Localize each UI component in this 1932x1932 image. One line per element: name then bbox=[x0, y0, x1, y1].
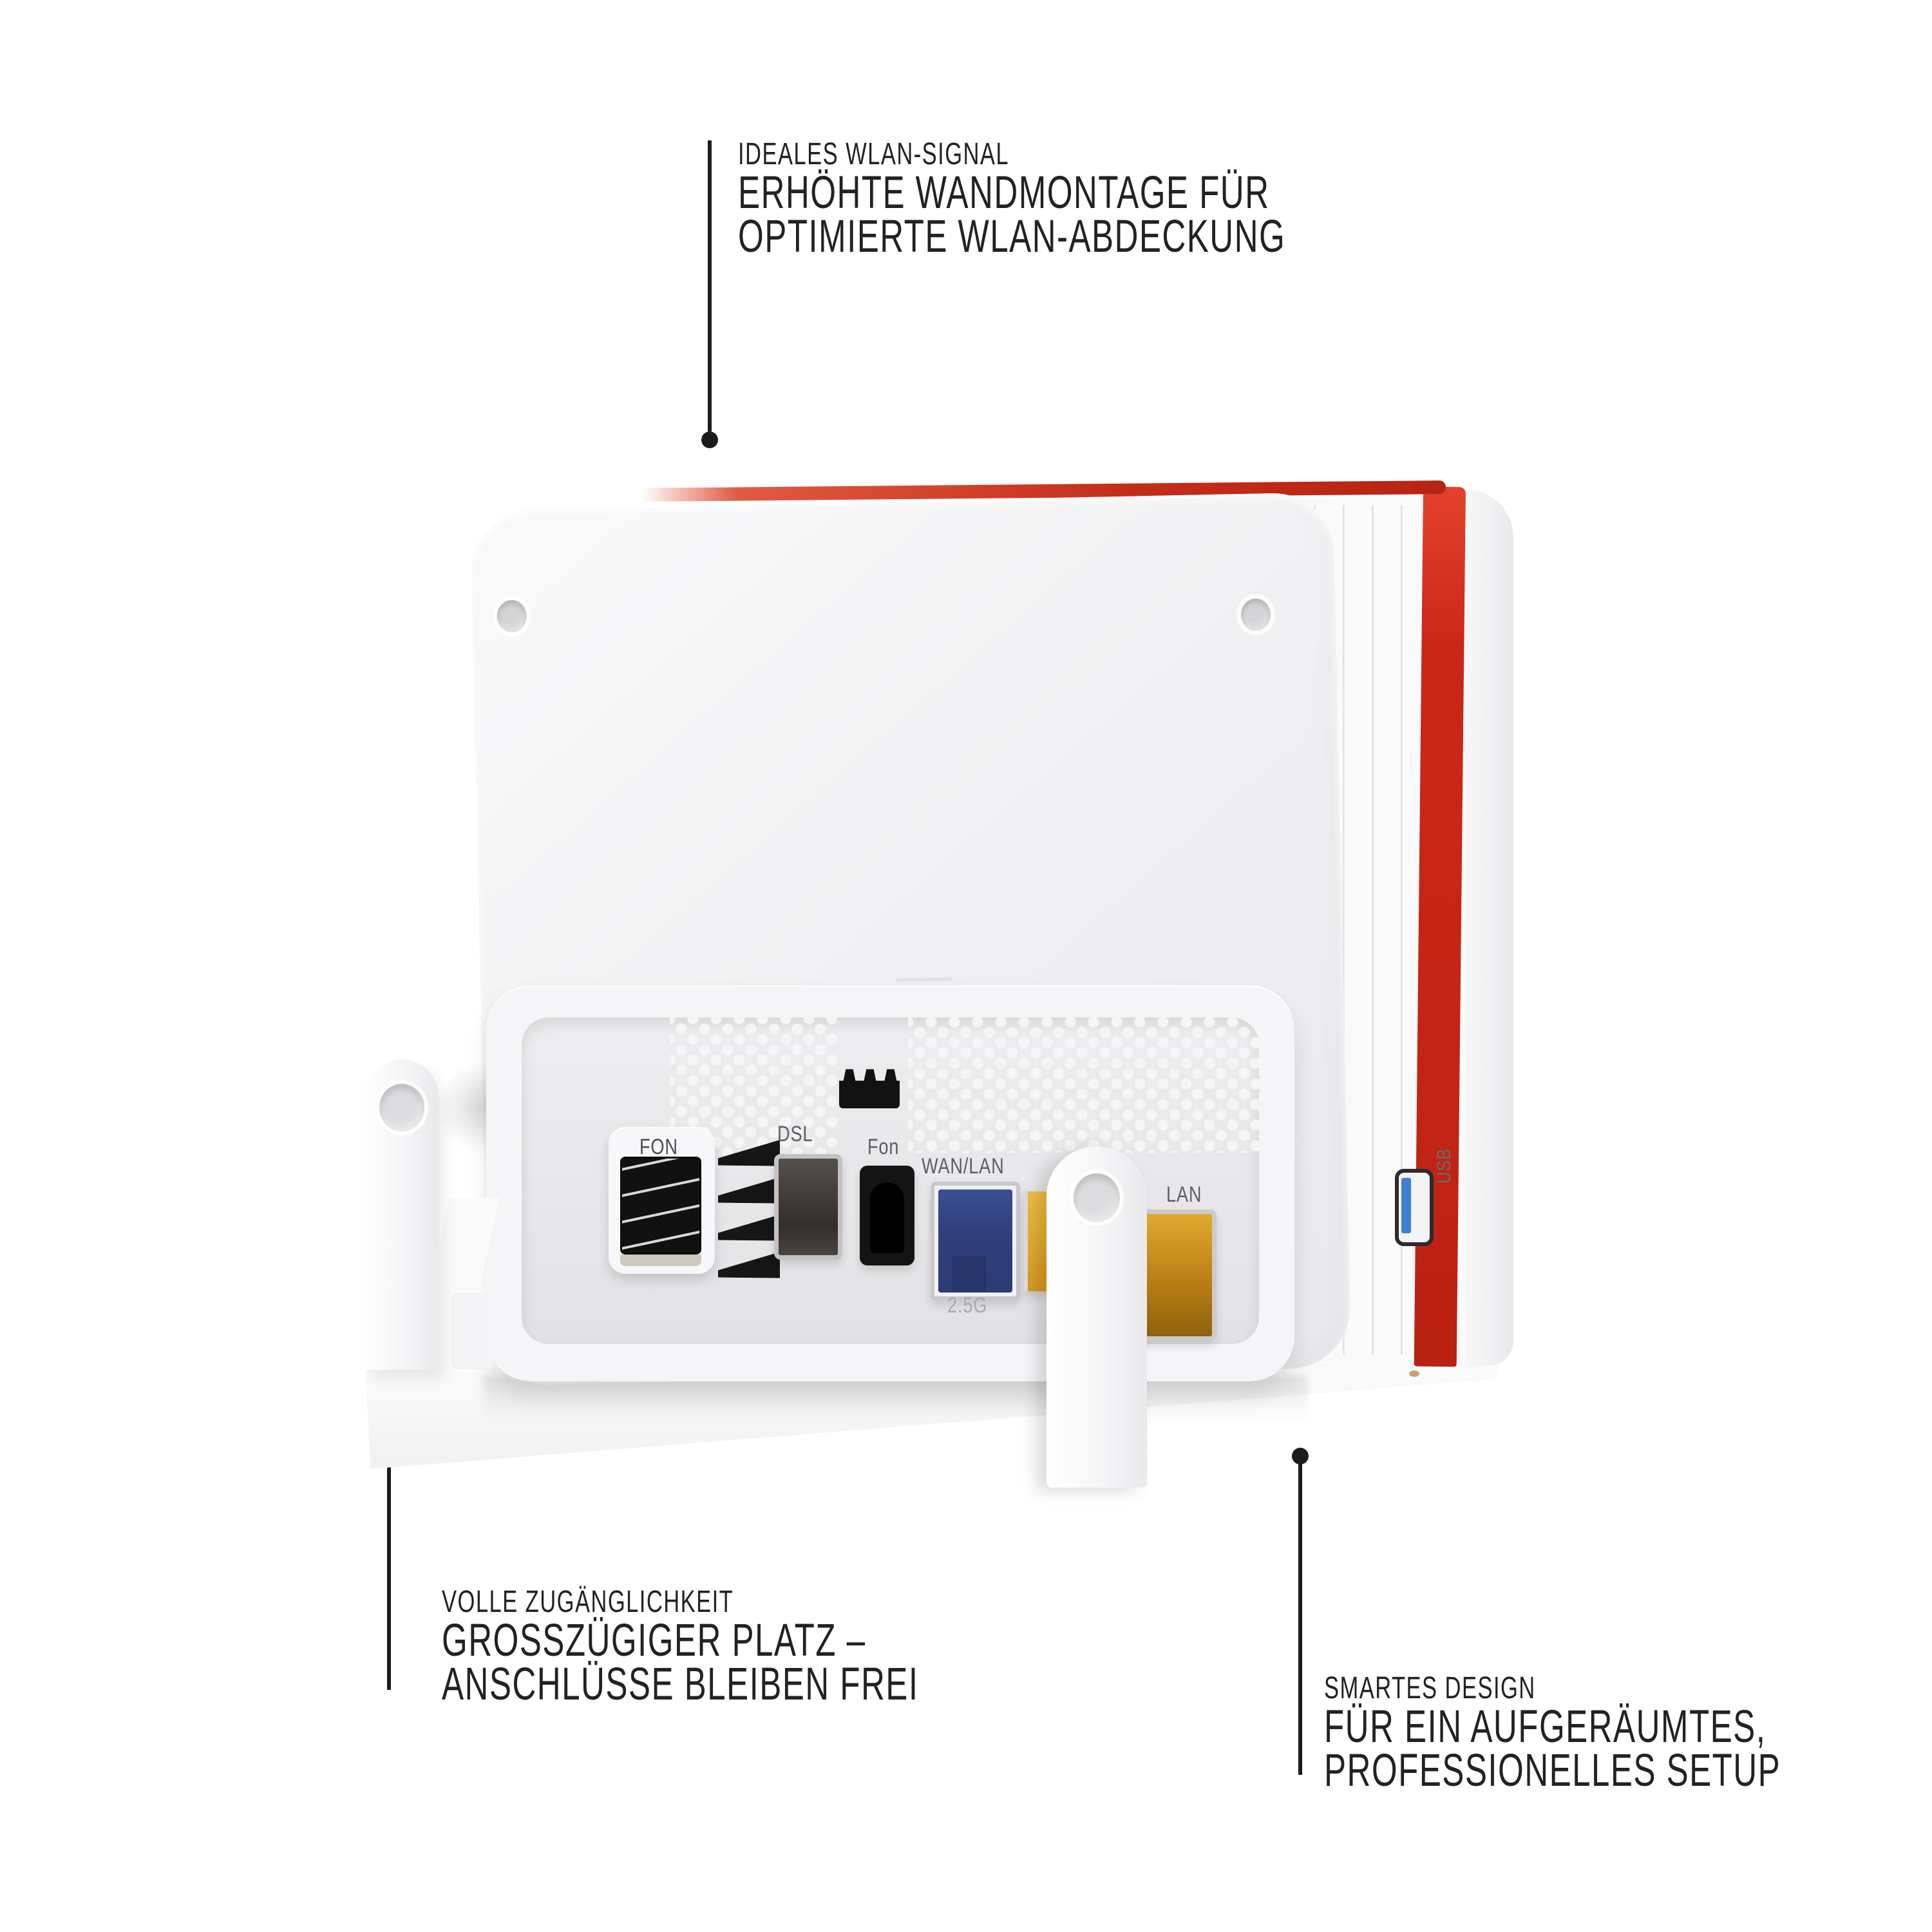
dsl-label: DSL bbox=[777, 1122, 813, 1146]
release-clip bbox=[839, 1069, 900, 1108]
callout-line: FÜR EIN AUFGERÄUMTES, bbox=[1324, 1701, 1766, 1752]
usb-port-tongue bbox=[1401, 1178, 1411, 1233]
wan-lan-speed-label: 2.5G bbox=[947, 1293, 988, 1318]
embossed-mark bbox=[895, 977, 952, 982]
fon-tae-label: FON bbox=[639, 1135, 678, 1159]
wall-screw-hole-left bbox=[497, 600, 527, 633]
wan-lan-jack bbox=[938, 1189, 1012, 1293]
router-in-wall-mount-photo: FON DSL Fon WAN/LAN 2.5G LAN bbox=[348, 480, 1513, 1488]
callout-leader-dot bbox=[701, 431, 718, 448]
side-outer-layer bbox=[1466, 489, 1513, 1365]
callout-line: OPTIMIERTE WLAN-ABDECKUNG bbox=[738, 211, 1286, 262]
mount-arm-left bbox=[364, 1059, 439, 1370]
callout-line: ERHÖHTE WANDMONTAGE FÜR bbox=[738, 167, 1270, 218]
dsl-port bbox=[774, 1154, 842, 1260]
fon-label: Fon bbox=[867, 1135, 900, 1159]
usb-label: USB bbox=[1434, 1148, 1455, 1184]
callout-leader-line bbox=[1298, 1462, 1302, 1775]
side-groove bbox=[1343, 505, 1345, 1355]
callout-eyebrow: SMARTES DESIGN bbox=[1324, 1671, 1536, 1705]
callout-text: VOLLE ZUGÄNGLICHKEIT GROSSZÜGIGER PLATZ … bbox=[442, 1585, 919, 1710]
tae-socket-foot bbox=[620, 1255, 701, 1266]
base-screw-right bbox=[1409, 1370, 1419, 1377]
callout-eyebrow: VOLLE ZUGÄNGLICHKEIT bbox=[442, 1585, 734, 1619]
callout-text: SMARTES DESIGN FÜR EIN AUFGERÄUMTES, PRO… bbox=[1324, 1671, 1781, 1796]
wall-screw-hole-right bbox=[1240, 598, 1271, 632]
callout-text: IDEALES WLAN-SIGNAL ERHÖHTE WANDMONTAGE … bbox=[738, 137, 1286, 262]
fon-port bbox=[860, 1166, 914, 1265]
wan-lan-label: WAN/LAN bbox=[922, 1154, 1005, 1179]
usb-port bbox=[1395, 1169, 1434, 1246]
callout-leader-line bbox=[387, 1367, 391, 1690]
mount-arm-right bbox=[1046, 1146, 1147, 1488]
connector-panel: FON DSL Fon WAN/LAN 2.5G LAN bbox=[486, 985, 1294, 1381]
mount-arm-right-hole bbox=[1074, 1173, 1120, 1222]
tae-socket bbox=[620, 1157, 701, 1255]
lan-label: LAN bbox=[1166, 1182, 1202, 1207]
callout-leader-dot bbox=[1292, 1448, 1309, 1464]
callout-eyebrow: IDEALES WLAN-SIGNAL bbox=[738, 137, 1010, 171]
honeycomb-vent-right bbox=[908, 1018, 1259, 1153]
mount-foot-left bbox=[452, 1293, 493, 1369]
fon-port-hole bbox=[870, 1182, 904, 1253]
side-groove bbox=[1401, 505, 1403, 1355]
callout-line: GROSSZÜGIGER PLATZ – bbox=[442, 1615, 866, 1666]
callout-line: PROFESSIONELLES SETUP bbox=[1324, 1745, 1781, 1796]
mount-arm-left-hole bbox=[379, 1084, 424, 1132]
wan-lan-jack-tab bbox=[951, 1256, 986, 1293]
fon-tae-port-block: FON bbox=[609, 1127, 715, 1274]
wan-lan-port bbox=[931, 1182, 1020, 1300]
callout-leader-line bbox=[708, 140, 712, 431]
side-groove bbox=[1372, 505, 1374, 1355]
callout-line: ANSCHLÜSSE BLEIBEN FREI bbox=[442, 1659, 919, 1710]
lan-port bbox=[1137, 1209, 1217, 1341]
